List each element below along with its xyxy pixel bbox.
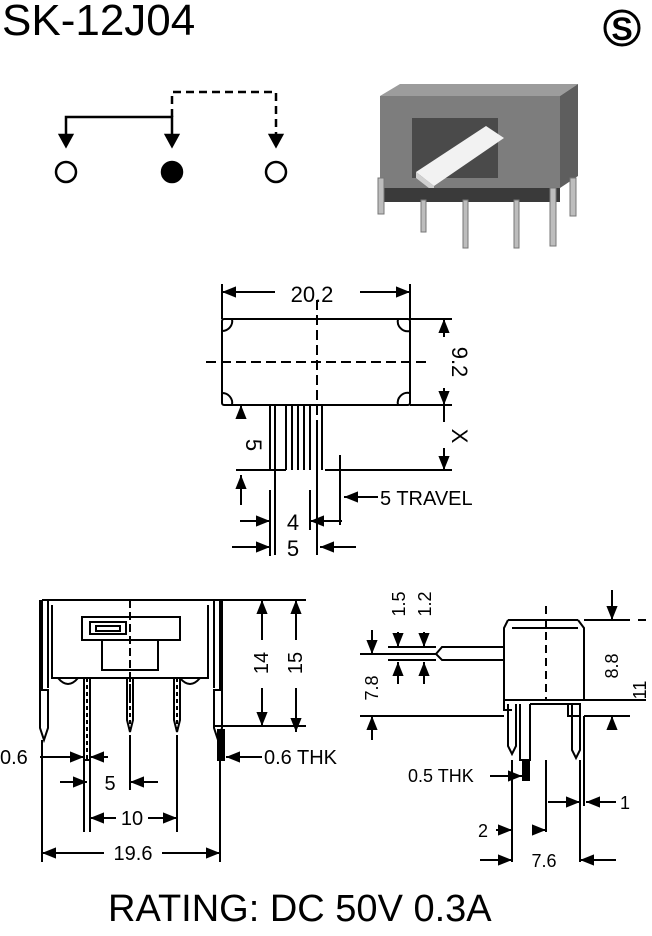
- terminal-open-right: [264, 160, 288, 184]
- logo-letter: S: [611, 11, 632, 47]
- dim-pin-width-label: 0.6: [0, 747, 28, 769]
- front-view-labels: 14 15 0.6 0.6 THK 5 10 19.6: [0, 652, 338, 865]
- dim-1-5-label: 1.5: [389, 591, 409, 616]
- dim-extension-label: X: [447, 429, 472, 444]
- dim-span-label: 10: [121, 808, 143, 830]
- dim-1-label: 1: [620, 793, 630, 813]
- dim-8-8-label: 8.8: [602, 653, 622, 678]
- front-view: [39, 599, 306, 862]
- rating-text: RATING: DC 50V 0.3A: [108, 888, 492, 930]
- dim-pin-length-label: 5: [241, 439, 266, 451]
- dim-11-label: 11: [630, 681, 650, 700]
- dim-pitch-inner-label: 4: [287, 510, 299, 535]
- dim-width-label: 20.2: [291, 282, 334, 307]
- dim-0-5-thk-label: 0.5 THK: [408, 766, 474, 786]
- top-view: [206, 284, 452, 556]
- product-photo: [377, 84, 578, 249]
- top-view-labels: 20.2 9.2 X 5 5 TRAVEL 4 5: [241, 282, 473, 561]
- dim-pitch-label: 5: [104, 773, 115, 795]
- terminal-common: [160, 160, 184, 184]
- dim-7-8-label: 7.8: [362, 675, 382, 700]
- dim-thk-label: 0.6 THK: [264, 747, 338, 769]
- travel-label: 5 TRAVEL: [380, 488, 473, 510]
- s-mark-logo: S: [603, 9, 641, 47]
- part-number-title: SK-12J04: [2, 0, 196, 45]
- dim-7-6-label: 7.6: [531, 851, 556, 871]
- dim-height-label: 9.2: [447, 347, 472, 378]
- terminal-open-left: [54, 160, 78, 184]
- dim-width-label: 19.6: [114, 843, 153, 865]
- dim-pitch-outer-label: 5: [287, 536, 299, 561]
- circuit-schematic: [54, 90, 288, 184]
- side-view: [360, 590, 646, 866]
- dim-2-label: 2: [478, 821, 488, 841]
- dim-14-label: 14: [251, 652, 273, 674]
- dim-15-label: 15: [285, 652, 307, 674]
- side-view-labels: 1.5 1.2 7.8 8.8 11 0.5 THK 1 2 7.6: [362, 591, 650, 871]
- dim-1-2-label: 1.2: [415, 591, 435, 616]
